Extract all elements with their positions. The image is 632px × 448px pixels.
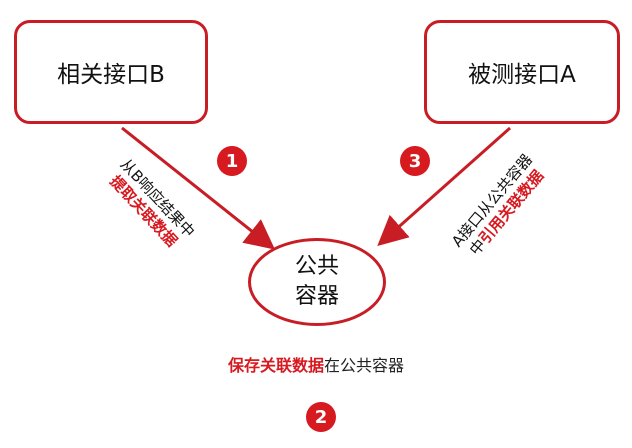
tested-api-a-label: 被测接口A — [468, 62, 576, 88]
tested-api-a-node: 被测接口A — [424, 20, 620, 124]
step-3-badge: 3 — [400, 146, 430, 176]
step-2-description: 保存关联数据在公共容器 — [0, 352, 632, 376]
related-api-b-label: 相关接口B — [57, 62, 165, 88]
container-label-line1: 公共 — [294, 254, 339, 279]
related-api-b-node: 相关接口B — [14, 20, 208, 124]
public-container-node: 公共 容器 — [248, 238, 386, 326]
step-3-number: 3 — [408, 150, 422, 172]
step-1-badge: 1 — [217, 146, 247, 176]
arrow-b-to-container — [121, 126, 276, 250]
arrow-a-to-container — [377, 126, 511, 246]
step-2-text-black: 在公共容器 — [324, 356, 405, 375]
step-2-badge: 2 — [306, 402, 336, 432]
container-label-line2: 容器 — [294, 284, 339, 309]
step-1-number: 1 — [225, 150, 239, 172]
step-2-text-red: 保存关联数据 — [227, 356, 324, 375]
step-2-number: 2 — [314, 406, 328, 428]
